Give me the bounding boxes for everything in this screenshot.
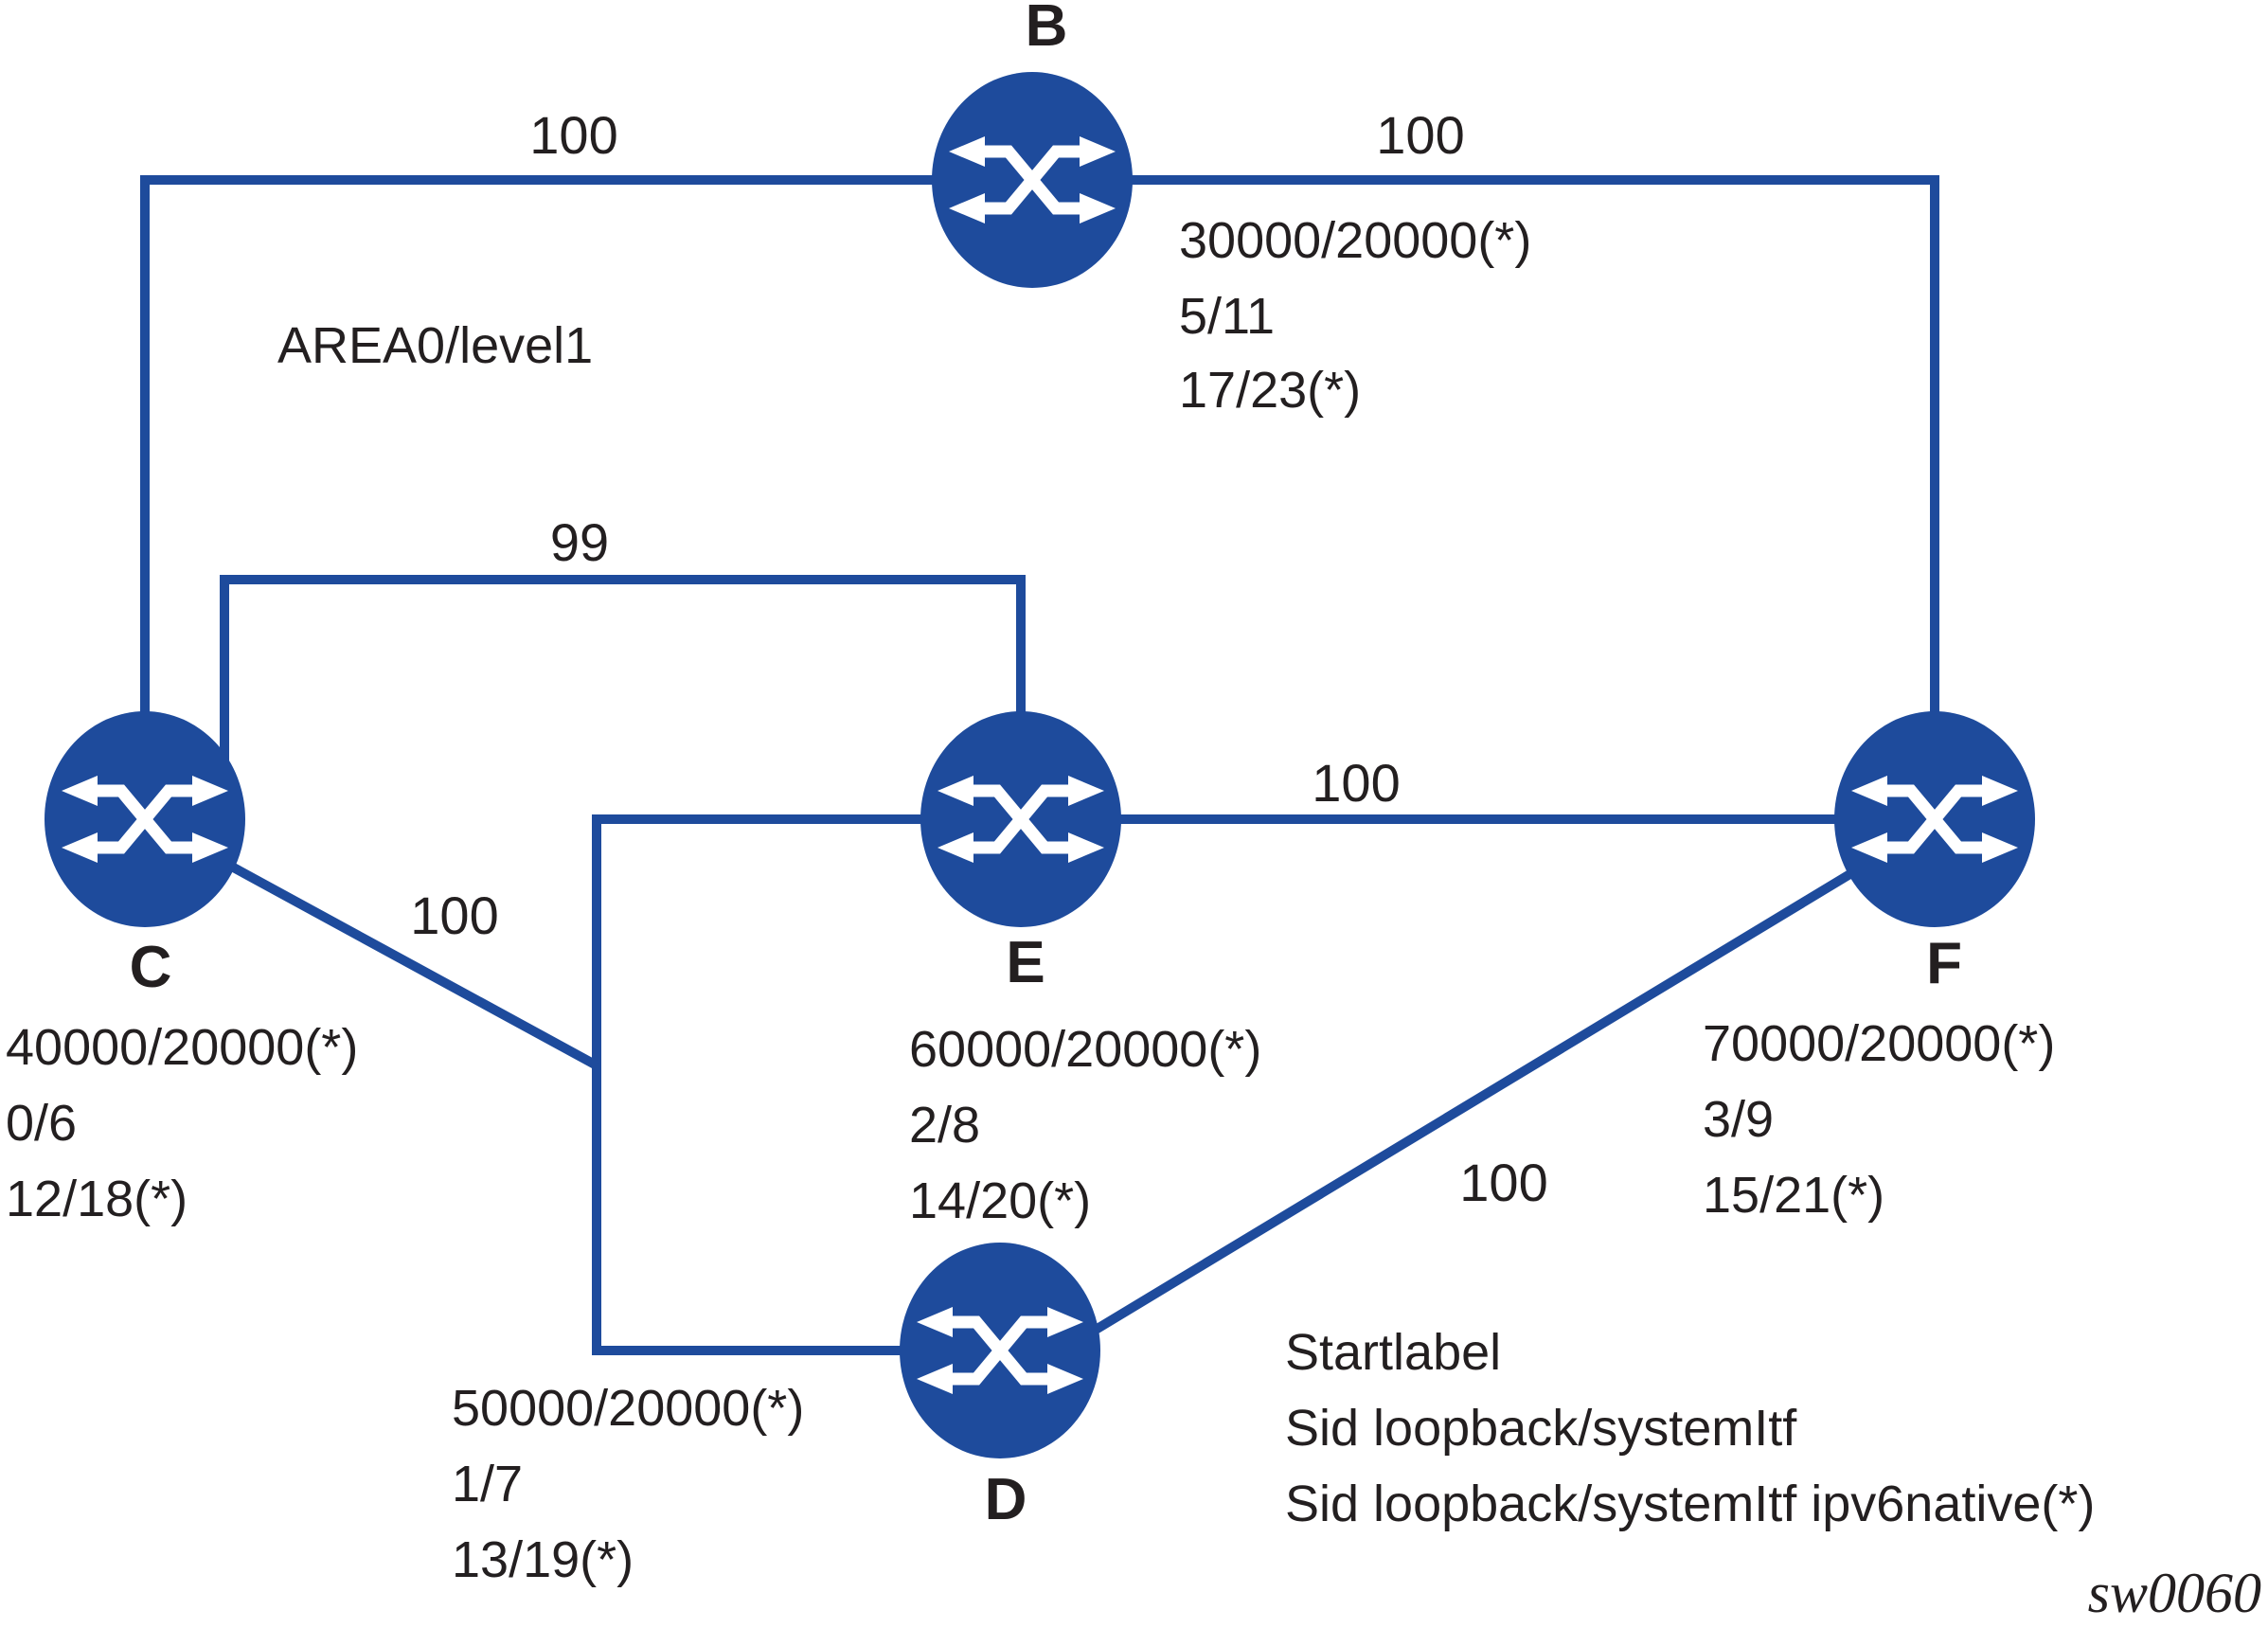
router-label-C: C (130, 935, 172, 1000)
link-B-F (1032, 175, 1939, 819)
link-cost-C-E: 99 (550, 512, 609, 572)
sid-ipv6native: 17/23(*) (1179, 362, 1361, 419)
sid-startlabel: 30000/20000(*) (1179, 212, 1531, 269)
link-cost-E-F: 100 (1312, 753, 1400, 813)
link-cost-C-B: 100 (529, 105, 617, 165)
link-E-D (592, 814, 1021, 1355)
router-D-sid-block: 50000/20000(*) 1/7 13/19(*) (452, 1380, 804, 1588)
router-node-C (45, 711, 245, 927)
sid-loopback: 2/8 (909, 1097, 980, 1154)
legend-line-startlabel: Startlabel (1285, 1324, 1501, 1381)
router-node-D (900, 1243, 1100, 1458)
sid-startlabel: 40000/20000(*) (6, 1019, 358, 1076)
link-cost-D-F: 100 (1459, 1153, 1547, 1212)
router-icon (932, 72, 1133, 288)
figure-id: sw0060 (2088, 1562, 2261, 1624)
sid-startlabel: 50000/20000(*) (452, 1380, 804, 1437)
router-F-sid-block: 70000/20000(*) 3/9 15/21(*) (1703, 1015, 2055, 1224)
legend: Startlabel Sid loopback/systemItf Sid lo… (1285, 1324, 2095, 1532)
router-icon (45, 711, 245, 927)
legend-line-sid: Sid loopback/systemItf (1285, 1400, 1797, 1457)
router-node-F (1834, 711, 2035, 927)
sid-ipv6native: 15/21(*) (1703, 1167, 1884, 1224)
sid-startlabel: 60000/20000(*) (909, 1021, 1261, 1078)
router-node-E (920, 711, 1121, 927)
sid-ipv6native: 12/18(*) (6, 1171, 188, 1227)
link-C-E (220, 575, 1026, 819)
sid-loopback: 5/11 (1179, 288, 1275, 345)
link-cost-B-F: 100 (1376, 105, 1464, 165)
sid-ipv6native: 13/19(*) (452, 1531, 634, 1588)
router-label-E: E (1006, 930, 1045, 995)
link-cost-C-D: 100 (410, 886, 498, 945)
router-label-D: D (985, 1467, 1027, 1532)
legend-line-sid-ipv6: Sid loopback/systemItf ipv6native(*) (1285, 1476, 2095, 1532)
sid-loopback: 0/6 (6, 1095, 77, 1152)
router-icon (1834, 711, 2035, 927)
link-D-F (997, 818, 1938, 1392)
area-label: AREA0/level1 (277, 317, 593, 374)
router-B-sid-block: 30000/20000(*) 5/11 17/23(*) (1179, 212, 1531, 419)
router-label-B: B (1026, 0, 1068, 59)
router-C-sid-block: 40000/20000(*) 0/6 12/18(*) (6, 1019, 358, 1227)
router-label-F: F (1926, 931, 1962, 996)
sid-loopback: 1/7 (452, 1456, 523, 1512)
sid-startlabel: 70000/20000(*) (1703, 1015, 2055, 1072)
router-icon (920, 711, 1121, 927)
router-icon (900, 1243, 1100, 1458)
sid-ipv6native: 14/20(*) (909, 1172, 1091, 1229)
sid-loopback: 3/9 (1703, 1091, 1774, 1148)
link-C-B (140, 175, 1032, 819)
router-E-sid-block: 60000/20000(*) 2/8 14/20(*) (909, 1021, 1261, 1229)
router-node-B (932, 72, 1133, 288)
